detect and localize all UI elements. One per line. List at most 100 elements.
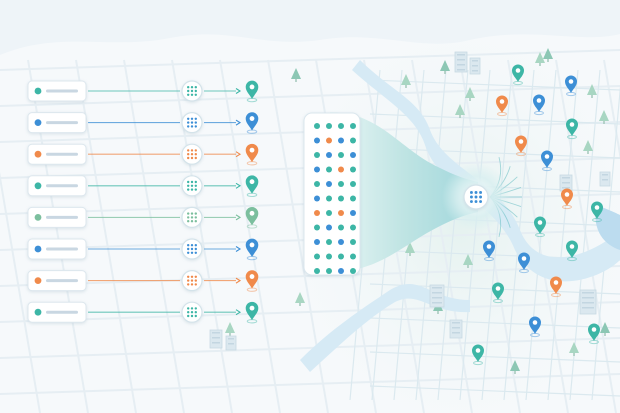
matrix-dot xyxy=(326,123,332,129)
location-pin-icon xyxy=(245,112,259,134)
grid-node-icon xyxy=(181,143,203,165)
tree-icon xyxy=(295,292,305,306)
input-row-card xyxy=(27,112,87,134)
tree-icon xyxy=(600,322,610,336)
matrix-dot xyxy=(326,268,332,274)
tree-icon xyxy=(535,52,545,66)
location-pin-icon xyxy=(245,238,259,261)
arrow-head-icon xyxy=(235,151,242,158)
location-pin-icon xyxy=(515,135,527,157)
grid-node-icon xyxy=(463,184,489,210)
location-pin-icon xyxy=(245,175,259,198)
matrix-dot xyxy=(350,181,356,187)
grid-node-icon xyxy=(181,301,203,323)
input-row-card xyxy=(27,206,87,228)
building-icon xyxy=(454,51,468,73)
grid-node-icon xyxy=(181,80,203,102)
row-status-dot xyxy=(34,150,42,158)
matrix-dot xyxy=(350,268,356,274)
location-pin-icon xyxy=(483,240,495,262)
grid-node-icon xyxy=(181,238,203,260)
matrix-dot xyxy=(314,239,320,245)
location-pin-icon xyxy=(566,240,578,262)
input-row-card xyxy=(27,238,87,260)
location-pin-icon xyxy=(529,316,541,338)
location-pin-icon xyxy=(541,150,553,172)
grid-node-icon xyxy=(181,206,203,228)
matrix-dot xyxy=(314,253,320,260)
location-pin-icon xyxy=(565,75,577,97)
row-status-dot xyxy=(34,87,42,95)
matrix-dot xyxy=(350,210,356,216)
input-row-card xyxy=(27,301,87,323)
matrix-dot xyxy=(350,224,356,231)
building-icon xyxy=(469,57,481,75)
matrix-dot xyxy=(314,181,320,187)
row-status-dot xyxy=(34,119,42,126)
matrix-dot xyxy=(338,181,344,187)
input-row-card xyxy=(27,143,87,165)
row-placeholder-bar xyxy=(46,279,78,283)
matrix-dot xyxy=(338,268,344,274)
matrix-dot xyxy=(338,253,344,260)
funnel-shape xyxy=(330,112,478,272)
matrix-dot xyxy=(338,137,344,144)
building-icon xyxy=(225,335,237,351)
location-pin-icon xyxy=(472,344,484,366)
matrix-dot xyxy=(338,239,344,245)
data-matrix-panel xyxy=(303,112,478,276)
matrix-dot xyxy=(314,123,320,129)
arrow-head-icon xyxy=(235,88,242,94)
matrix-dot xyxy=(314,195,320,202)
matrix-dot xyxy=(314,166,320,173)
matrix-dot xyxy=(326,166,332,173)
row-placeholder-bar xyxy=(46,310,78,314)
tree-icon xyxy=(463,254,473,268)
location-pin-icon xyxy=(496,95,508,117)
location-pin-icon xyxy=(591,201,603,223)
location-pin-icon xyxy=(588,323,600,345)
tree-icon xyxy=(543,48,553,62)
location-pin-icon xyxy=(492,282,504,304)
matrix-dot xyxy=(326,253,332,260)
river-upper xyxy=(352,60,620,282)
lake xyxy=(595,205,620,250)
row-status-dot xyxy=(34,182,42,190)
matrix-dot xyxy=(338,224,344,231)
matrix-dot xyxy=(326,152,332,158)
location-pin-icon xyxy=(245,143,259,166)
building-icon xyxy=(449,319,463,339)
building-icon xyxy=(429,284,445,308)
location-pin-icon xyxy=(561,188,573,210)
location-pin-icon xyxy=(550,276,562,298)
row-placeholder-bar xyxy=(46,89,78,93)
location-pin-icon xyxy=(245,301,259,324)
arrow-head-icon xyxy=(235,246,242,252)
tree-icon xyxy=(455,104,465,118)
building-icon xyxy=(599,171,611,187)
routing-hub xyxy=(442,163,510,231)
location-pin-icon xyxy=(534,216,546,238)
tree-icon xyxy=(587,84,597,98)
input-row-card xyxy=(27,80,87,102)
row-placeholder-bar xyxy=(46,152,78,156)
building-icon xyxy=(209,329,223,349)
arrow-head-icon xyxy=(235,277,242,284)
river-lower xyxy=(300,283,470,372)
location-pin-icon xyxy=(512,64,524,86)
matrix-dot xyxy=(314,268,320,274)
tree-icon xyxy=(583,140,593,154)
grid-node-icon xyxy=(181,270,203,292)
row-status-dot xyxy=(34,245,42,253)
row-placeholder-bar xyxy=(46,121,78,125)
matrix-dot xyxy=(350,195,356,202)
building-icon xyxy=(579,289,597,315)
location-pin-icon xyxy=(245,270,259,292)
tree-icon xyxy=(405,242,415,256)
row-status-dot xyxy=(34,308,42,316)
matrix-dot xyxy=(350,137,356,144)
matrix-dot xyxy=(350,152,356,158)
tree-icon xyxy=(225,322,235,336)
tree-icon xyxy=(401,74,411,88)
